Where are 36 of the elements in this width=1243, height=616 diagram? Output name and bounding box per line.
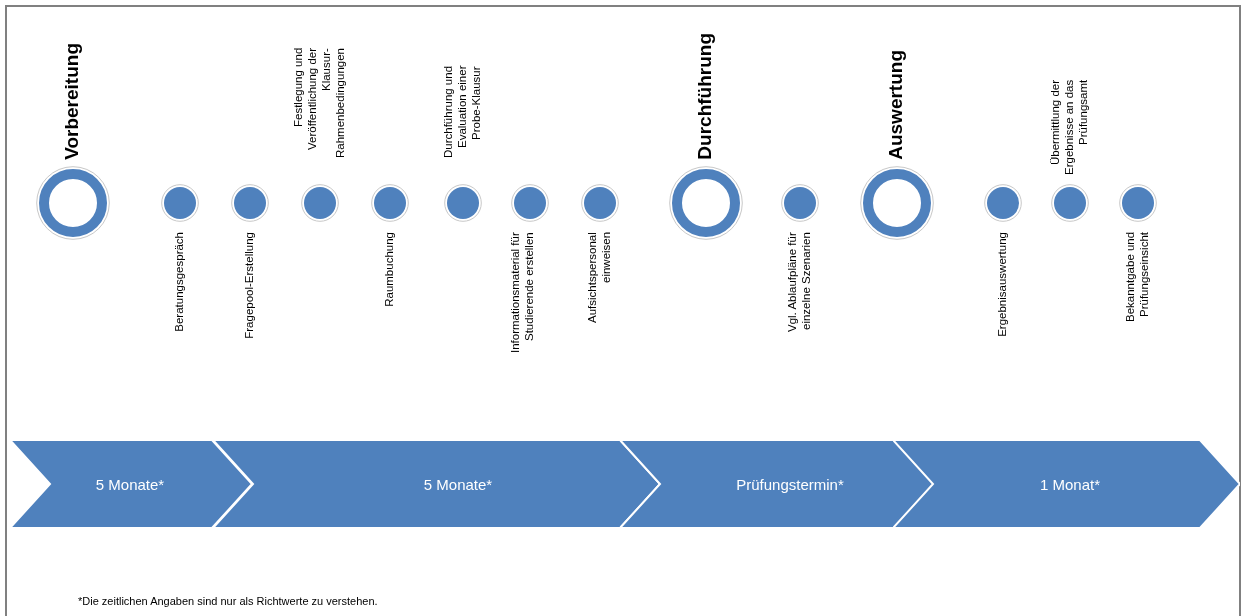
phase-band: [10, 440, 252, 528]
step-label: Aufsichtspersonal einweisen: [585, 232, 613, 325]
footnote: *Die zeitlichen Angaben sind nur als Richtwerte zu verstehen.: [78, 595, 378, 607]
dot-marker: [1051, 184, 1089, 222]
dot-marker: [781, 184, 819, 222]
step-label: Übermittlung der Ergebnisse an das Prüfungsamt: [1048, 80, 1090, 178]
phase-heading: Vorbereitung: [61, 43, 83, 160]
step-label: Durchführung und Evaluation einer Probe-Klausur: [441, 66, 483, 161]
phase-heading: Durchführung: [694, 33, 716, 160]
step-label: Bekanntgabe und Prüfungseinsicht: [1123, 232, 1151, 325]
dot-marker: [511, 184, 549, 222]
phase-label: 5 Monate*: [95, 475, 165, 493]
dot-marker: [1119, 184, 1157, 222]
ring-marker: [860, 166, 934, 240]
phase-label: 1 Monat*: [1040, 475, 1100, 493]
ring-marker: [36, 166, 110, 240]
phase-band: [893, 440, 1240, 528]
step-label: Festlegung und Veröffentlichung der Klausur-Rahmenbedingungen: [291, 48, 347, 160]
phase-heading: Auswertung: [885, 50, 907, 160]
step-label: Raumbuchung: [382, 232, 396, 307]
dot-marker: [161, 184, 199, 222]
step-label: Beratungsgespräch: [172, 232, 186, 332]
ring-marker: [669, 166, 743, 240]
phase-label: Prüfungstermin*: [736, 475, 844, 493]
dot-marker: [231, 184, 269, 222]
phase-label: 5 Monate*: [423, 475, 493, 493]
dot-marker: [301, 184, 339, 222]
phase-band: [213, 440, 660, 528]
dot-marker: [984, 184, 1022, 222]
dot-marker: [444, 184, 482, 222]
step-label: Fragepool-Erstellung: [242, 232, 256, 339]
dot-marker: [371, 184, 409, 222]
step-label: Ergebnisauswertung: [995, 232, 1009, 337]
step-label: Informationsmaterial für Studierende erstellen: [508, 232, 536, 355]
step-label: Vgl. Ablaufpläne für einzelne Szenarien: [785, 232, 813, 334]
dot-marker: [581, 184, 619, 222]
